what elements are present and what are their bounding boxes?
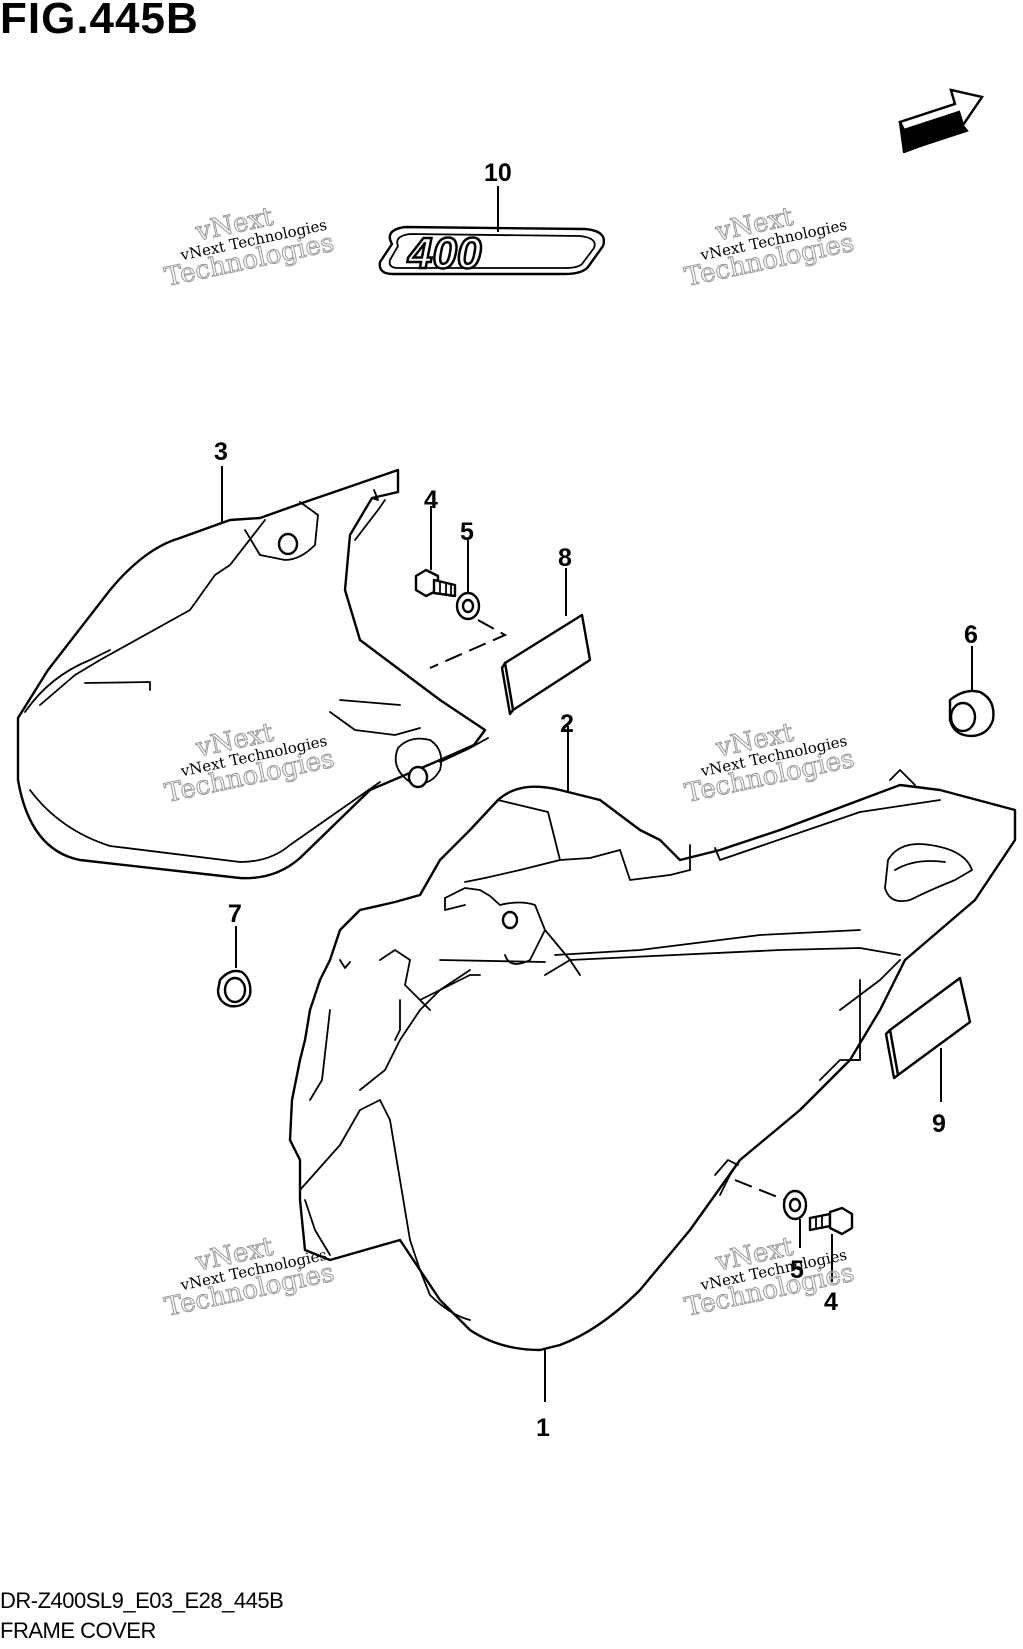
callout-6: 6 [964,621,978,649]
part-5-washer-upper [455,591,481,621]
callout-3: 3 [214,438,228,466]
part-4-bolt-lower [808,1206,854,1236]
callout-4-upper: 4 [424,486,438,514]
figure-name: FRAME COVER [0,1618,156,1643]
callout-4-lower: 4 [824,1288,838,1316]
forward-arrow-icon: FWD [898,88,984,154]
callout-8: 8 [558,544,572,572]
part-10-badge: 400 [378,225,606,279]
watermark-bottom-left: vNext Technologies vNext Technologies [162,1231,338,1323]
callout-1: 1 [536,1414,550,1442]
part-6-grommet [948,689,995,738]
part-8-pad [500,613,592,716]
figure-code: DR-Z400SL9_E03_E28_445B [0,1588,284,1613]
part-3-left-cover [16,468,489,880]
watermark-top-left: vNext Technologies vNext Technologies [162,201,338,293]
part-2-part-1-main-cover [288,769,1017,1352]
callout-10: 10 [484,159,512,187]
part-7-grommet [216,969,252,1008]
callout-7: 7 [228,900,242,928]
callout-5-upper: 5 [460,518,474,546]
part-4-bolt-upper [414,568,457,598]
badge-400-text: 400 [407,229,482,278]
figure-title: FIG.445B [0,0,199,43]
callout-2: 2 [560,710,574,738]
callout-9: 9 [932,1110,946,1138]
watermark-top-right: vNext Technologies vNext Technologies [682,201,858,293]
part-9-pad [884,976,972,1080]
watermark-mid-right: vNext Technologies vNext Technologies [682,717,858,809]
callout-5-lower: 5 [790,1256,804,1284]
part-5-washer-lower [782,1189,808,1221]
